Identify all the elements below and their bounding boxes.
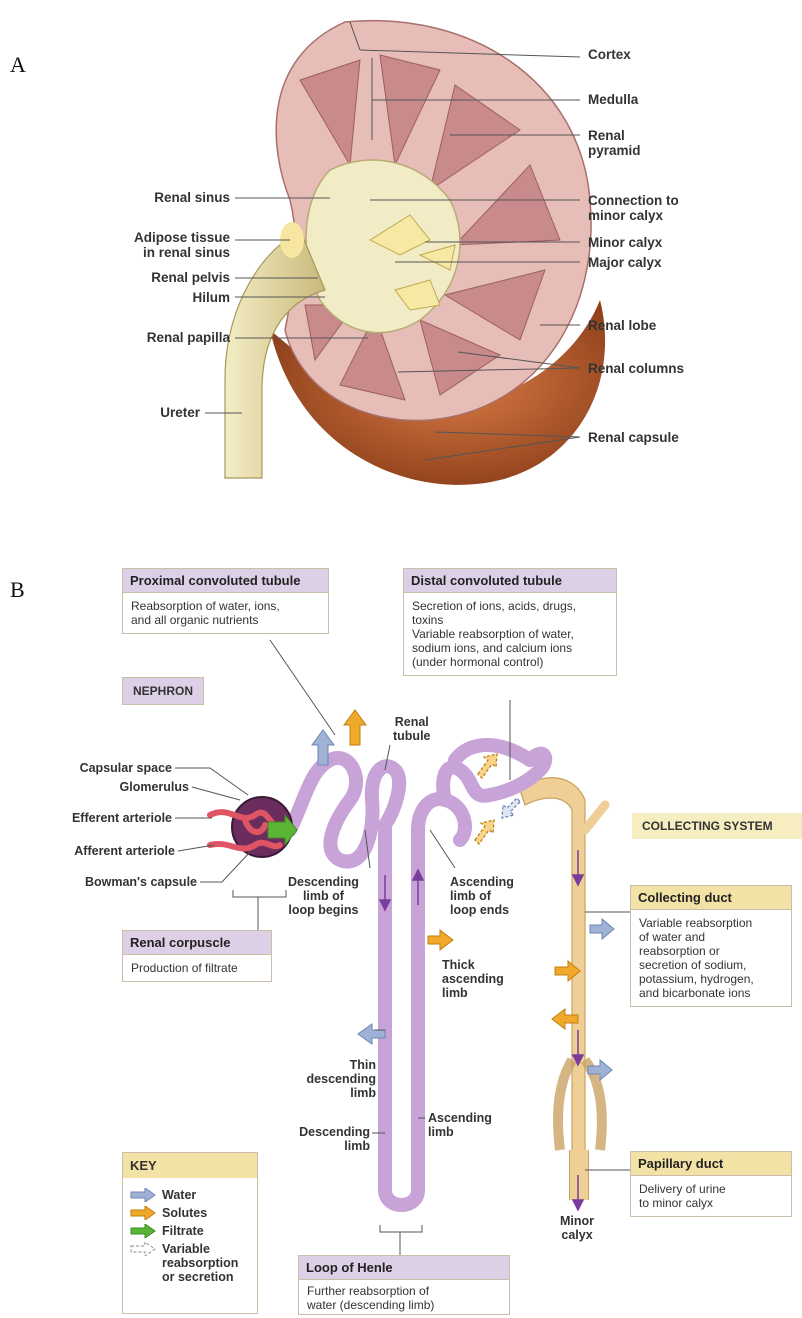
key-title: KEY — [123, 1153, 257, 1178]
key-item-variable: Variable reabsorption or secretion — [130, 1242, 250, 1284]
key-item-water: Water — [130, 1188, 250, 1202]
label-bowmans-capsule: Bowman's capsule — [30, 875, 197, 889]
papillary-duct-title: Papillary duct — [631, 1152, 791, 1176]
nephron-tag: NEPHRON — [122, 677, 204, 705]
collecting-duct-box: Collecting duct Variable reabsorption of… — [630, 885, 792, 1007]
label-ascending-ends: Ascending limb of loop ends — [450, 875, 514, 917]
dct-body: Secretion of ions, acids, drugs, toxins … — [404, 593, 616, 675]
label-thin-descending: Thin descending limb — [280, 1058, 376, 1100]
water-arrow — [590, 919, 614, 939]
variable-arrow — [475, 820, 494, 844]
pct-box: Proximal convoluted tubule Reabsorption … — [122, 568, 329, 634]
solutes-arrow — [344, 710, 366, 745]
label-efferent-arteriole: Efferent arteriole — [30, 811, 172, 825]
key-label: Solutes — [162, 1206, 207, 1220]
renal-corpuscle-body: Production of filtrate — [123, 955, 271, 981]
key-item-solutes: Solutes — [130, 1206, 250, 1220]
label-glomerulus: Glomerulus — [60, 780, 189, 794]
papillary-duct-box: Papillary duct Delivery of urine to mino… — [630, 1151, 792, 1217]
collecting-duct-body: Variable reabsorption of water and reabs… — [631, 910, 791, 1006]
papillary-duct-body: Delivery of urine to minor calyx — [631, 1176, 791, 1216]
loop-of-henle-title: Loop of Henle — [299, 1256, 509, 1280]
key-box: KEY Water Solutes Filtrate Variable reab… — [122, 1152, 258, 1314]
dct-title: Distal convoluted tubule — [404, 569, 616, 593]
solutes-arrow-icon — [130, 1206, 156, 1220]
renal-corpuscle-box: Renal corpuscle Production of filtrate — [122, 930, 272, 982]
label-thick-ascending: Thick ascending limb — [442, 958, 504, 1000]
label-afferent-arteriole: Afferent arteriole — [30, 844, 175, 858]
label-descending-begins: Descending limb of loop begins — [288, 875, 359, 917]
filtrate-arrow-icon — [130, 1224, 156, 1238]
pct-title: Proximal convoluted tubule — [123, 569, 328, 593]
loop-of-henle-box: Loop of Henle Further reabsorption of wa… — [298, 1255, 510, 1315]
key-label: Variable reabsorption or secretion — [162, 1242, 238, 1284]
dct-box: Distal convoluted tubule Secretion of io… — [403, 568, 617, 676]
label-descending-limb: Descending limb — [270, 1125, 370, 1153]
key-label: Water — [162, 1188, 196, 1202]
label-renal-tubule: Renal tubule — [393, 715, 431, 743]
renal-corpuscle-title: Renal corpuscle — [123, 931, 271, 955]
variable-arrow — [502, 798, 520, 818]
key-item-filtrate: Filtrate — [130, 1224, 250, 1238]
variable-arrow-icon — [130, 1242, 156, 1256]
collecting-system-tag: COLLECTING SYSTEM — [632, 813, 802, 839]
label-capsular-space: Capsular space — [40, 761, 172, 775]
label-ascending-limb: Ascending limb — [428, 1111, 492, 1139]
water-arrow-icon — [130, 1188, 156, 1202]
label-minor-calyx-b: Minor calyx — [560, 1214, 594, 1242]
key-label: Filtrate — [162, 1224, 204, 1238]
pct-body: Reabsorption of water, ions, and all org… — [123, 593, 328, 633]
variable-arrow — [478, 754, 497, 778]
loop-of-henle-body: Further reabsorption of water (descendin… — [299, 1280, 509, 1315]
solutes-arrow — [428, 930, 453, 950]
collecting-duct-title: Collecting duct — [631, 886, 791, 910]
